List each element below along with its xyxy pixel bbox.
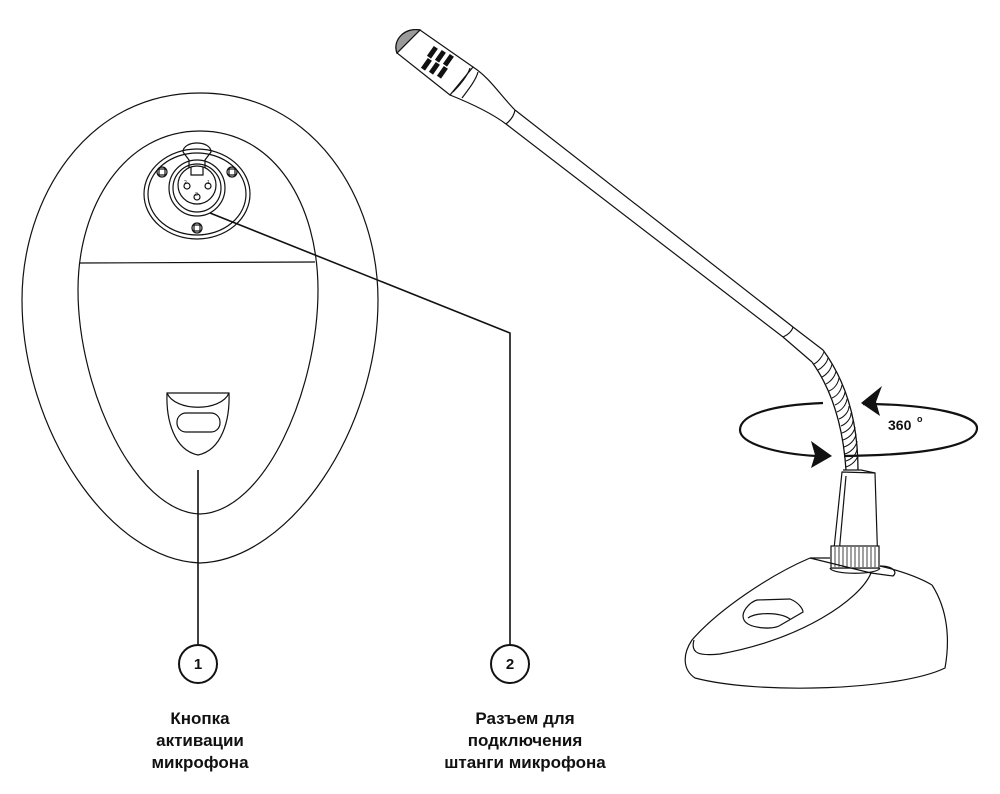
caption-line: микрофона [151, 753, 249, 772]
callout-circle-2 [490, 644, 530, 684]
pin-label-2: 2 [184, 180, 187, 186]
caption-line: активации [156, 731, 244, 750]
caption-activation-button: Кнопка активации микрофона [100, 708, 300, 774]
caption-line: Разъем для [475, 709, 575, 728]
gooseneck-coil [813, 351, 859, 468]
callout-number-2: 2 [506, 656, 514, 673]
rotation-arrow-icon [811, 386, 882, 468]
rotation-degree-symbol: o [917, 414, 923, 424]
leader-line-2 [209, 212, 511, 645]
gooseneck-microphone [395, 28, 881, 574]
desk-base [684, 557, 949, 689]
activation-button-icon [166, 392, 230, 456]
screw-icon [226, 166, 238, 178]
rotation-degree-label: 360 [888, 417, 912, 433]
screw-icon [191, 222, 203, 234]
rotation-indicator [738, 401, 979, 458]
caption-line: штанги микрофона [444, 753, 606, 772]
pin-label-3: 3 [195, 192, 198, 198]
caption-boom-connector: Разъем для подключения штанги микрофона [400, 708, 650, 774]
pin-label-1: 1 [207, 180, 210, 186]
xlr-connector [143, 142, 251, 240]
callout-circle-1 [178, 644, 218, 684]
caption-line: Кнопка [170, 709, 230, 728]
caption-line: подключения [467, 731, 583, 750]
base-outer-outline [21, 92, 379, 564]
callout-number-1: 1 [194, 656, 202, 673]
screw-icon [156, 166, 168, 178]
base-inner-panel [77, 130, 319, 515]
panel-divider [79, 261, 316, 264]
